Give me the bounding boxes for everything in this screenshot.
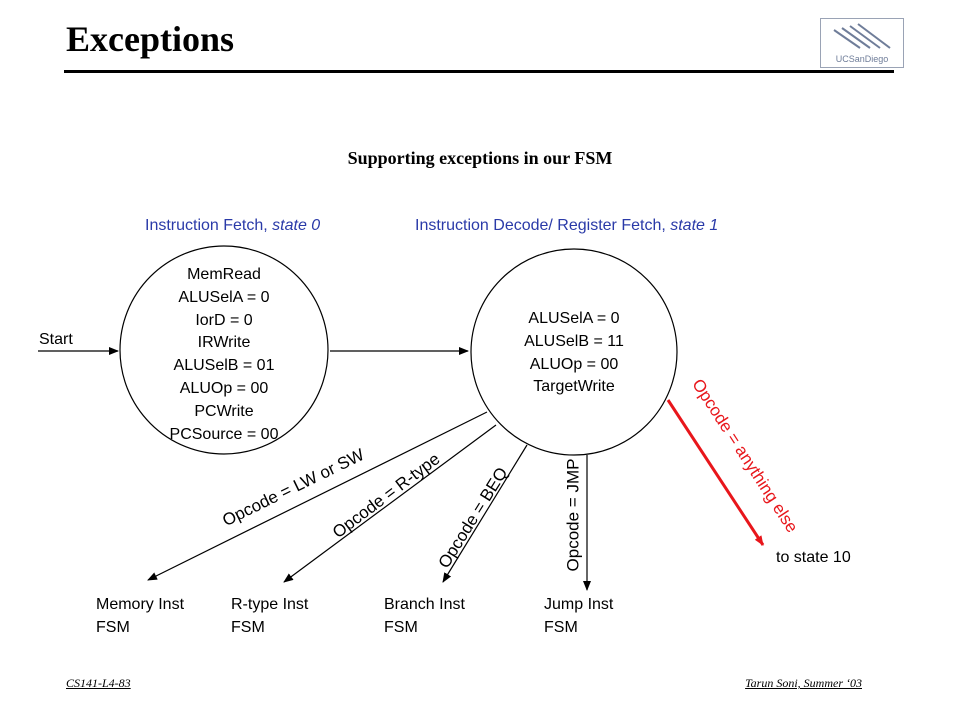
diagram-subtitle: Supporting exceptions in our FSM: [347, 148, 613, 168]
state0-signal: ALUSelA = 0: [178, 288, 270, 306]
page-title: Exceptions: [66, 19, 235, 59]
state1-signal: ALUOp = 00: [529, 355, 619, 373]
target-line: FSM: [544, 619, 578, 636]
state1-label: Instruction Decode/ Register Fetch, stat…: [415, 217, 719, 234]
target-line: Branch Inst: [384, 596, 465, 613]
target-line: FSM: [96, 619, 130, 636]
state0-signal: ALUSelB = 01: [173, 357, 275, 375]
state0-signal: IRWrite: [197, 334, 251, 352]
state0-node: [119, 245, 329, 455]
jump-inst-fsm-target: Jump Inst FSM: [544, 593, 613, 639]
state0-signal: ALUOp = 00: [179, 379, 269, 397]
branch-inst-fsm-target: Branch Inst FSM: [384, 593, 465, 639]
state0-signal: PCSource = 00: [169, 425, 279, 443]
target-line: FSM: [231, 619, 265, 636]
logo-graphic: [833, 23, 891, 49]
memory-inst-fsm-target: Memory Inst FSM: [96, 593, 184, 639]
logo-wordmark: UCSanDiego: [836, 54, 889, 64]
exception-arrow: [666, 399, 765, 546]
state0-signal: PCWrite: [194, 402, 254, 420]
rtype-arrow: [283, 424, 497, 583]
target-line: Memory Inst: [96, 596, 185, 613]
state1-signal: ALUSelA = 0: [528, 310, 620, 327]
target-line: FSM: [384, 619, 418, 636]
state0-signals: MemRead ALUSelA = 0 IorD = 0 IRWrite ALU…: [154, 264, 294, 446]
footer-left: CS141-L4-83: [66, 676, 131, 690]
jmp-transition-label: Opcode = JMP: [563, 458, 583, 572]
rtype-inst-fsm-target: R-type Inst FSM: [231, 593, 308, 639]
state0-signal: MemRead: [187, 266, 261, 283]
state1-node: [470, 248, 678, 456]
state0-signal: IorD = 0: [195, 311, 253, 329]
start-label: Start: [39, 331, 73, 348]
state0-label: Instruction Fetch, state 0: [145, 217, 321, 234]
lw-sw-arrow: [147, 411, 488, 581]
state0-number: state 0: [272, 217, 321, 234]
ucsd-logo: UCSanDiego: [820, 18, 904, 68]
state1-signal: ALUSelB = 11: [524, 332, 624, 350]
footer-right: Tarun Soni, Summer ‘03: [745, 676, 862, 690]
state1-number: state 1: [670, 217, 719, 234]
beq-arrow: [442, 444, 528, 583]
state1-signal: TargetWrite: [533, 378, 615, 396]
title-divider: [64, 70, 894, 73]
target-line: Jump Inst: [544, 596, 614, 613]
state10-target: to state 10: [776, 549, 851, 566]
state1-signals: ALUSelA = 0 ALUSelB = 11 ALUOp = 00 Targ…: [504, 308, 644, 399]
target-line: R-type Inst: [231, 596, 309, 613]
